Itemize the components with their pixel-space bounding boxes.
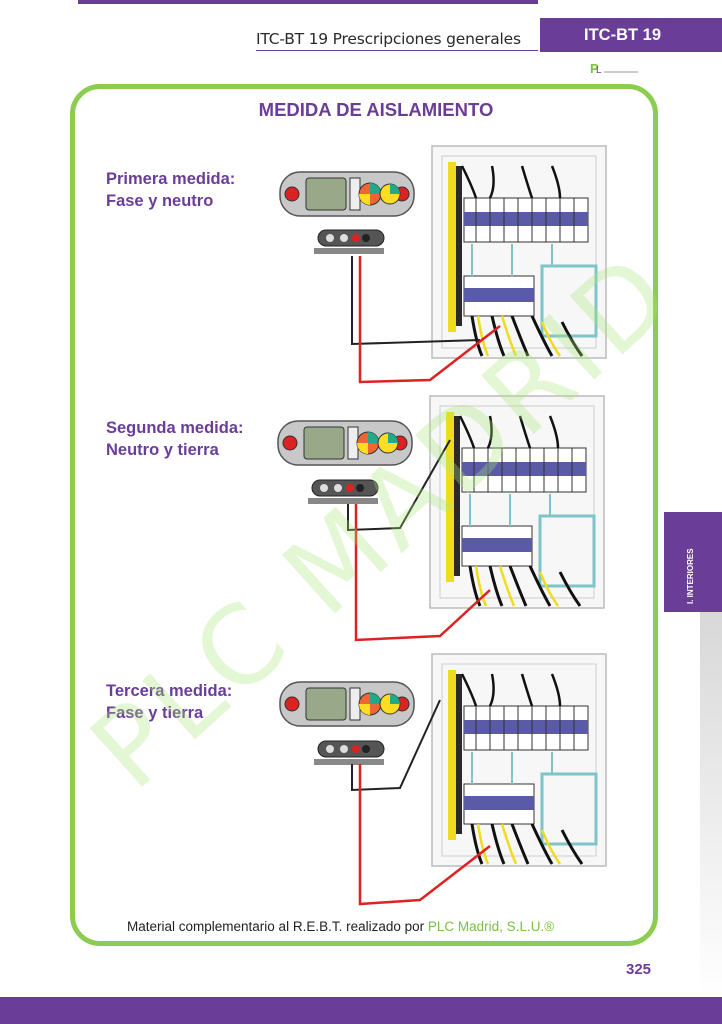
test-leads-connector-1 xyxy=(313,229,385,255)
test-leads-connector-3 xyxy=(313,740,385,766)
top-accent-bar xyxy=(78,0,538,4)
measurement-3-line2: Fase y tierra xyxy=(106,704,204,722)
footer-company: PLC Madrid, S.L.U.® xyxy=(427,919,555,934)
footer-note: Material complementario al R.E.B.T. real… xyxy=(127,919,554,934)
measurement-2-line1: Segunda medida: xyxy=(106,419,244,437)
distribution-panel-3 xyxy=(430,652,608,868)
measurement-label-2: Segunda medida: Neutro y tierra xyxy=(106,417,244,461)
svg-text:L: L xyxy=(596,65,602,76)
insulation-tester-1 xyxy=(279,171,415,217)
section-side-tab: I. INTERIORES xyxy=(664,512,722,612)
side-gradient-strip xyxy=(700,612,722,997)
measurement-3-line1: Tercera medida: xyxy=(106,682,233,700)
measurement-label-3: Tercera medida: Fase y tierra xyxy=(106,680,232,724)
measurement-1-line1: Primera medida: xyxy=(106,170,236,188)
measurement-2-line2: Neutro y tierra xyxy=(106,441,219,459)
header-section-text: ITC-BT 19 Prescripciones generales xyxy=(256,30,521,48)
svg-text:P: P xyxy=(590,61,599,76)
content-frame xyxy=(70,84,658,946)
page-title: MEDIDA DE AISLAMIENTO xyxy=(258,99,494,120)
plc-logo-icon: P L xyxy=(590,61,638,76)
header-underline xyxy=(256,50,538,51)
measurement-label-1: Primera medida: Fase y neutro xyxy=(106,168,235,212)
section-side-tab-label: I. INTERIORES xyxy=(686,548,695,604)
measurement-1-line2: Fase y neutro xyxy=(106,192,214,210)
header-tab: ITC-BT 19 xyxy=(540,18,722,52)
bottom-bar xyxy=(0,997,722,1024)
footer-text: Material complementario al R.E.B.T. real… xyxy=(127,919,425,934)
page-number: 325 xyxy=(626,961,652,978)
insulation-tester-3 xyxy=(279,681,415,727)
